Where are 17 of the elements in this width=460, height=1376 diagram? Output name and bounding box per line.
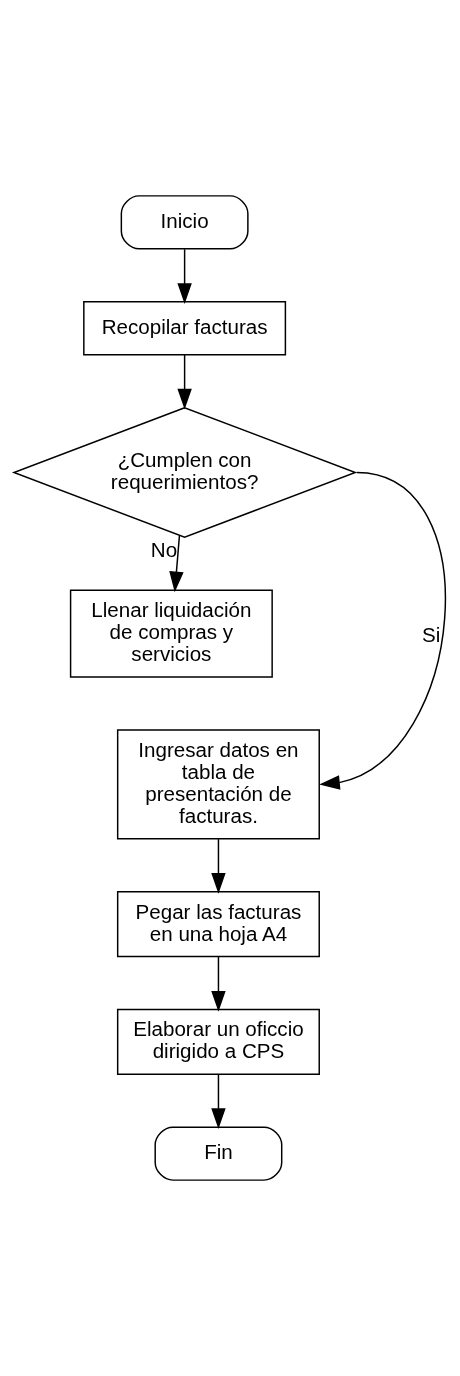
arrow	[177, 354, 192, 410]
arrow	[211, 1073, 226, 1129]
node-box: Fin	[154, 1126, 283, 1181]
arrow	[211, 838, 226, 894]
node-diamond: ¿Cumplen con requerimientos?	[11, 406, 358, 538]
node-box: Inicio	[120, 195, 249, 250]
arrow	[319, 471, 446, 790]
node-box: Llenar liquidación de compras y servicios	[69, 589, 273, 678]
arrow	[211, 956, 226, 1012]
node-box: Elaborar un oficcio dirigido a CPS	[116, 1008, 320, 1075]
node-box: Recopilar facturas	[83, 301, 287, 356]
arrow	[169, 534, 184, 593]
node-box: Ingresar datos en tabla de presentación de facturas.	[116, 729, 320, 840]
edge-label: Si	[422, 623, 441, 647]
arrow	[177, 248, 192, 304]
node-box: Pegar las facturas en una hoja A4	[116, 891, 320, 958]
edge-label: No	[150, 538, 178, 562]
